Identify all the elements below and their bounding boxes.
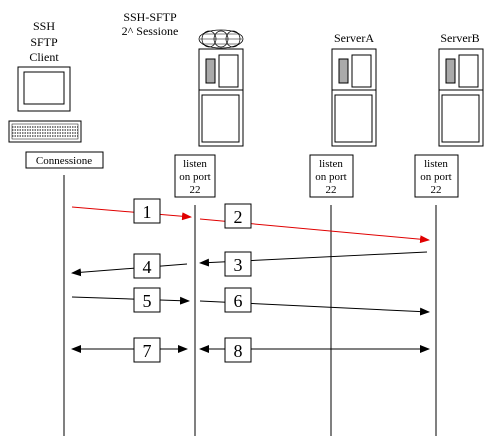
listen-label-line3: 22 <box>326 184 337 196</box>
client-label-line3: Client <box>29 50 59 64</box>
step-2-label: 2 <box>234 207 243 227</box>
listen-label-line2: on port <box>179 171 210 183</box>
step-6-box: 6 <box>224 287 252 313</box>
listen-label-line1: listen <box>319 158 343 170</box>
arrow-step-1 <box>71 206 192 221</box>
step-8-label: 8 <box>234 341 243 361</box>
step-6-label: 6 <box>234 291 243 311</box>
step-1-box: 1 <box>133 198 161 224</box>
step-4-label: 4 <box>143 257 152 277</box>
server-b-label: ServerB <box>440 31 479 45</box>
step-3-box: 3 <box>224 251 252 277</box>
arrow-step-4 <box>71 263 188 277</box>
arrow-step-5 <box>71 296 190 305</box>
connessione-box: Connessione <box>25 151 104 169</box>
server-tower-icon <box>331 48 377 147</box>
step-3-label: 3 <box>234 255 243 275</box>
listen-box-server-a: listen on port 22 <box>309 154 354 198</box>
globe-logo-icon <box>198 29 244 49</box>
listen-label-line2: on port <box>315 171 346 183</box>
listen-label-line2: on port <box>420 171 451 183</box>
server-a-label: ServerA <box>334 31 374 45</box>
step-2-box: 2 <box>224 203 252 229</box>
step-5-box: 5 <box>133 287 161 313</box>
listen-label-line1: listen <box>183 158 207 170</box>
step-4-box: 4 <box>133 253 161 279</box>
listen-box-server-b: listen on port 22 <box>414 154 459 198</box>
step-7-box: 7 <box>133 337 161 363</box>
connessione-label: Connessione <box>36 155 92 167</box>
client-label-line2: SFTP <box>30 35 58 49</box>
server-tower-icon <box>438 48 484 147</box>
proxy-label-line1: SSH-SFTP <box>123 10 177 24</box>
proxy-label-line2: 2^ Sessione <box>122 24 179 38</box>
listen-label-line3: 22 <box>190 184 201 196</box>
keyboard-icon <box>8 120 82 143</box>
step-8-box: 8 <box>224 337 252 363</box>
listen-label-line1: listen <box>424 158 448 170</box>
computer-monitor-icon <box>17 66 71 112</box>
listen-box-proxy: listen on port 22 <box>174 154 216 198</box>
server-tower-icon <box>198 48 244 147</box>
step-5-label: 5 <box>143 291 152 311</box>
client-label-line1: SSH <box>33 19 55 33</box>
step-1-label: 1 <box>143 202 152 222</box>
listen-label-line3: 22 <box>431 184 442 196</box>
step-7-label: 7 <box>143 341 152 361</box>
